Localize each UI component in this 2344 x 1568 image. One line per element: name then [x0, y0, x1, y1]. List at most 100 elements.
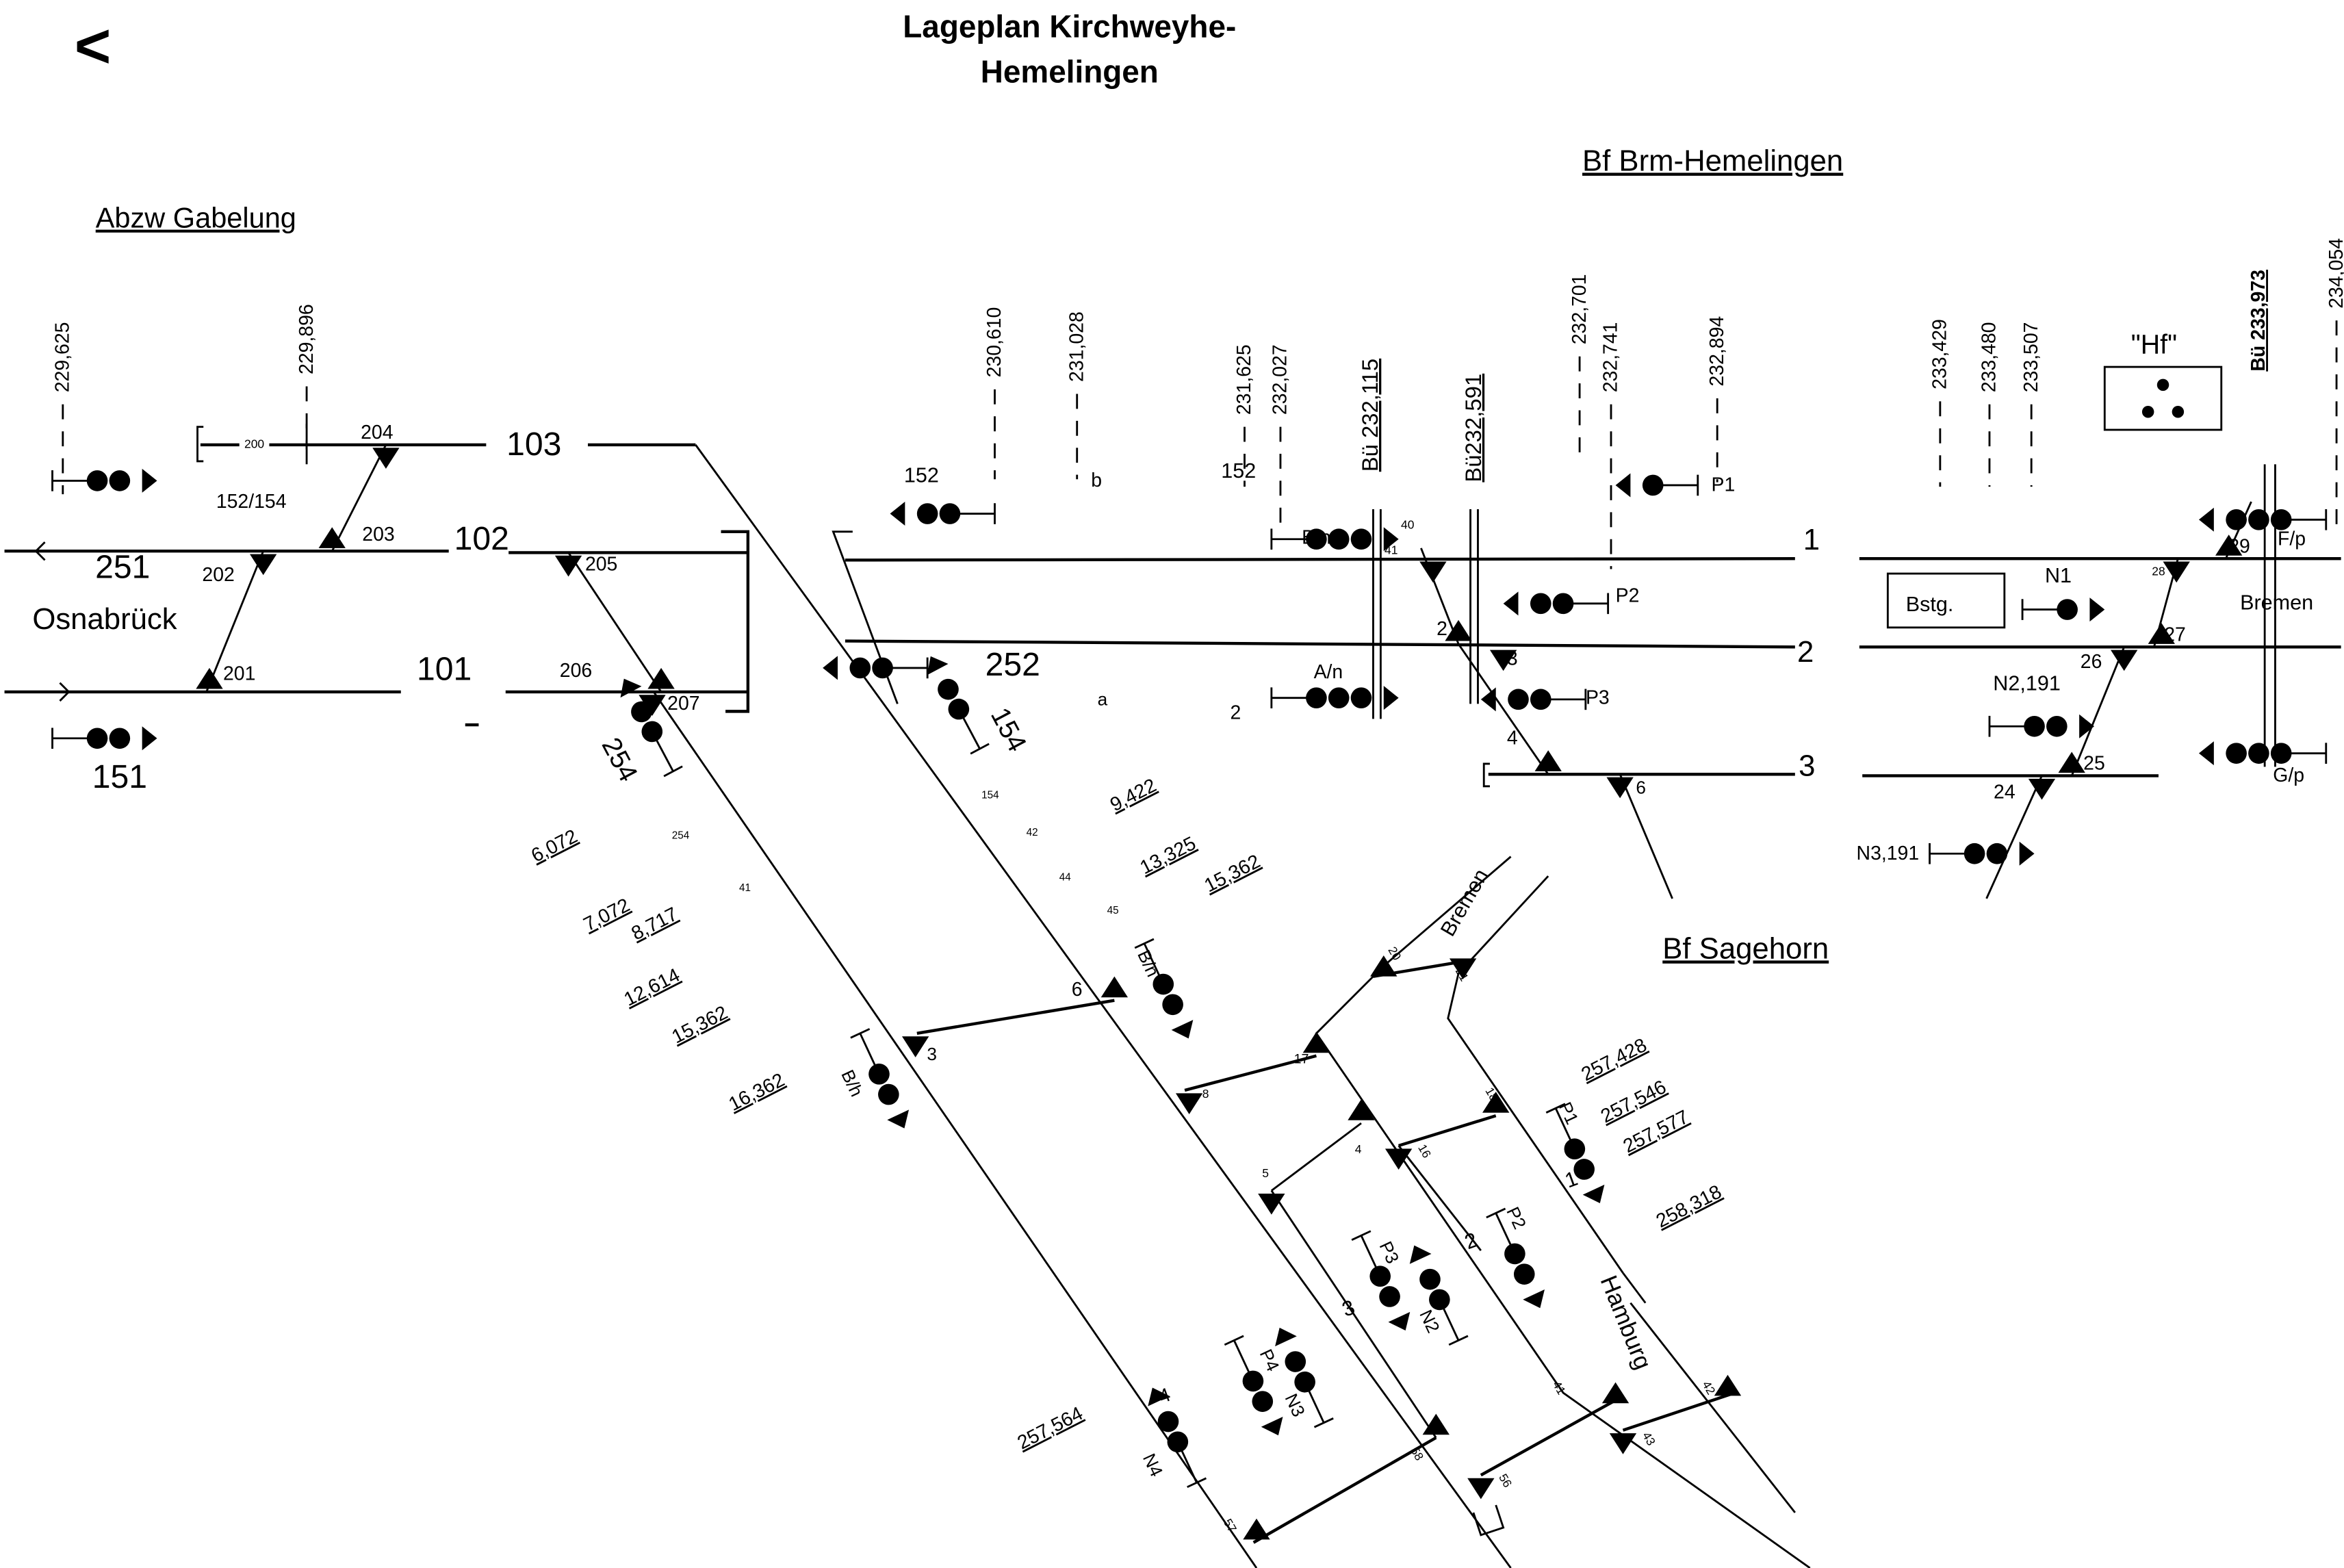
switch-number: 29 [2228, 535, 2250, 557]
switch-marker [2215, 535, 2243, 556]
track-1 [845, 556, 1795, 562]
km-mark-label: 233,507 [2020, 322, 2042, 392]
signal-icon [1224, 1335, 1283, 1436]
back-button[interactable]: < [75, 11, 112, 81]
signal-label: 151 [92, 758, 147, 795]
switch-marker [1609, 1433, 1637, 1454]
signal-label: N2,191 [1993, 672, 2061, 695]
km-mark-label: 230,610 [983, 307, 1005, 378]
signal-label: B/n [1302, 526, 1331, 548]
switch-number: 28 [2152, 564, 2165, 578]
signal-icon [1988, 714, 2094, 738]
crossover-16-18 [1398, 1114, 1497, 1148]
switch-number: 4 [1507, 727, 1518, 749]
signal-label: N1 [2045, 564, 2072, 587]
signal-icon [927, 656, 990, 755]
km-mark-label: 234,054 [2326, 238, 2344, 309]
signal-label: 251 [95, 549, 150, 586]
switch-number: 206 [560, 660, 592, 682]
signal-label: P2 [1616, 585, 1640, 607]
crossover-56-41 [1480, 1399, 1617, 1477]
level-crossing-label: Bü 232,115 [1357, 359, 1382, 472]
km-mark-diagonal-label: 257,564 [1014, 1402, 1086, 1454]
line-branch-6 [1619, 773, 1673, 899]
km-mark-label: 232,894 [1706, 316, 1728, 387]
buffer-stop-200 [196, 426, 204, 463]
platform-label: Bstg. [1906, 593, 1954, 616]
direction-label-bremen: Bremen [2240, 591, 2313, 615]
track-number: 1 [1803, 523, 1820, 556]
switch-marker [1445, 619, 1472, 641]
line-branch-24 [1985, 775, 2043, 899]
signal-icon [620, 678, 683, 777]
switch-marker [1449, 958, 1477, 980]
station-label-sagehorn: Bf Sagehorn [1662, 931, 1829, 965]
signal-label: B/h [837, 1066, 867, 1099]
switch-marker [2028, 778, 2056, 800]
direction-label-bremen-sagehorn: Bremen [1436, 865, 1493, 940]
km-mark-label: 229,625 [52, 322, 74, 392]
crossover-5-4 [1270, 1122, 1362, 1192]
line-hamburg-main [1630, 1302, 1796, 1513]
switch-marker [1714, 1374, 1742, 1396]
line-diagonal-track1 [832, 530, 899, 704]
direction-arrow [35, 550, 46, 561]
line-diagonal-103 [695, 444, 1512, 1568]
km-mark-diagonal-label: 15,362 [669, 1001, 732, 1048]
buffer-stop-56 [1472, 1504, 1505, 1537]
signal-icon [1275, 1327, 1334, 1428]
switch-marker [1489, 650, 1517, 671]
signal-label: P4 [1256, 1346, 1284, 1375]
switch-marker [1370, 955, 1398, 977]
switch-number: 203 [362, 524, 394, 545]
switch-marker [1601, 1382, 1630, 1404]
crossover-26-25 [2070, 646, 2126, 777]
signal-label: N2 [1415, 1307, 1443, 1336]
level-crossing-label: Bü232,591 [1460, 374, 1486, 483]
crossover-202-201 [205, 550, 265, 693]
signal-label: 152 [904, 464, 939, 487]
line-track-3 [1270, 1190, 1437, 1439]
switch-marker [196, 667, 223, 689]
km-mark-diagonal-label: 7,072 [580, 894, 634, 936]
switch-number: 207 [667, 693, 699, 715]
crossover-2-3 [1457, 643, 1549, 775]
line-track-2 [1398, 1145, 1482, 1251]
signal-icon [2198, 507, 2328, 532]
switch-number: 16 [1415, 1142, 1434, 1160]
switch-number: 2 [1437, 618, 1447, 640]
signal-label: 154 [985, 703, 1033, 757]
signal-label: 252 [986, 646, 1040, 683]
km-mark-label: 232,741 [1600, 322, 1622, 392]
signal-icon [1503, 591, 1610, 616]
km-mark-diagonal-label: 16,362 [725, 1069, 788, 1116]
station-label-abzw-gabelung: Abzw Gabelung [96, 202, 296, 234]
signal-label: A/n [1314, 661, 1343, 683]
km-mark-diagonal-label: 257,428 [1578, 1034, 1651, 1085]
km-mark-label: 233,480 [1979, 322, 2000, 392]
switch-number: 4 [1355, 1142, 1362, 1156]
switch-number: 25 [2083, 753, 2105, 775]
switch-number: 41 [1384, 543, 1398, 557]
km-mark-diagonal-label: 6,072 [528, 825, 581, 867]
signal-icon [890, 502, 996, 526]
km-mark-diagonal-label: 258,318 [1653, 1181, 1725, 1232]
switch-number: 24 [1994, 781, 2015, 803]
direction-arrow [59, 682, 70, 693]
signal-icon [51, 468, 157, 493]
signal-label: G/p [2273, 764, 2304, 786]
line-bremen-in [1447, 875, 1624, 1274]
signal-icon [1134, 938, 1194, 1039]
signal-label: 254 [672, 830, 690, 841]
km-mark-label: 229,896 [296, 304, 318, 374]
switch-marker [1606, 777, 1634, 799]
signal-label: N3,191 [1857, 843, 1920, 864]
platform-box [1886, 572, 2006, 629]
switch-number: 26 [2081, 651, 2102, 673]
switch-marker [1534, 750, 1562, 771]
signal-icon [1615, 473, 1699, 498]
hf-dot [2156, 378, 2169, 391]
track-number: 3 [1799, 749, 1815, 782]
signal-label: P3 [1586, 686, 1610, 708]
